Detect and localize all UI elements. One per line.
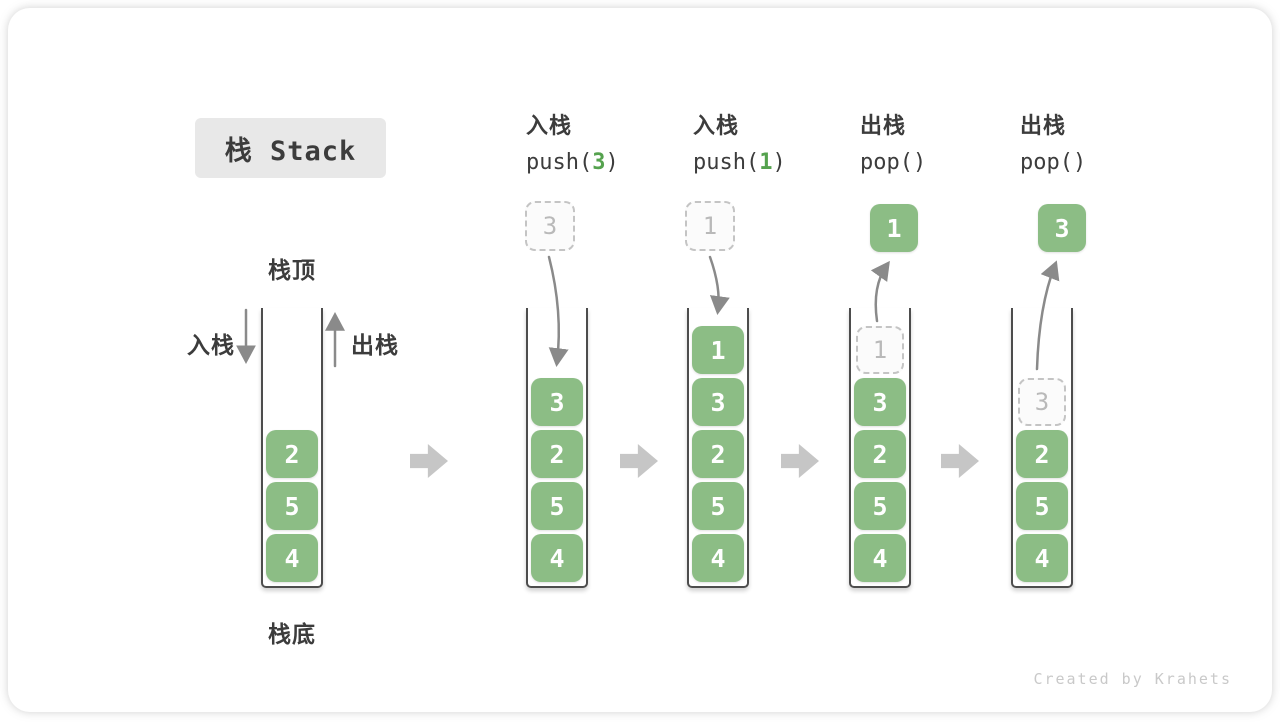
stack-state-after-push-3: 3 2 5 4 [526, 308, 588, 588]
operation-label-push-1: 入栈 push(1) [693, 111, 853, 178]
push-motion-arrow-icon [708, 255, 730, 315]
credit-text: Created by Krahets [1033, 670, 1232, 688]
operation-code: push(3) [526, 150, 619, 175]
stack-element: 2 [1016, 430, 1068, 478]
operation-label-push-3: 入栈 push(3) [526, 111, 686, 178]
operation-action: 入栈 [693, 113, 740, 138]
code-argument: 1 [759, 150, 773, 175]
stack-bottom-label: 栈底 [268, 621, 316, 647]
stack-element: 5 [266, 482, 318, 530]
operation-code: pop() [1020, 150, 1087, 175]
operation-action: 出栈 [1020, 113, 1067, 138]
stack-element: 4 [266, 534, 318, 582]
code-argument: 3 [592, 150, 606, 175]
stack-element: 5 [531, 482, 583, 530]
stack-element: 2 [266, 430, 318, 478]
stack-element: 1 [692, 326, 744, 374]
stack-top-label: 栈顶 [268, 257, 316, 283]
popped-value-box: 1 [870, 204, 918, 252]
pop-direction-label: 出栈 [351, 332, 399, 358]
next-step-arrow-icon [941, 444, 979, 478]
next-step-arrow-icon [781, 444, 819, 478]
stack-state-after-pop-2: 3 2 5 4 [1011, 308, 1073, 588]
stack-element: 4 [531, 534, 583, 582]
incoming-value-box: 1 [685, 201, 735, 251]
diagram-card: 栈 Stack 入栈 push(3) 入栈 push(1) 出栈 pop() 出… [8, 8, 1272, 712]
stack-state-after-push-1: 1 3 2 5 4 [687, 308, 749, 588]
stack-element: 3 [854, 378, 906, 426]
stack-element: 5 [692, 482, 744, 530]
stack-element: 2 [692, 430, 744, 478]
operation-action: 入栈 [526, 113, 573, 138]
push-direction-label: 入栈 [187, 332, 235, 358]
stack-element: 4 [692, 534, 744, 582]
stack-element: 4 [1016, 534, 1068, 582]
popped-value-box: 3 [1038, 204, 1086, 252]
stack-state-initial: 2 5 4 [261, 308, 323, 588]
popped-slot-ghost: 1 [856, 326, 904, 374]
popped-slot-ghost: 3 [1018, 378, 1066, 426]
stack-element: 5 [854, 482, 906, 530]
stack-element: 4 [854, 534, 906, 582]
stack-element: 3 [692, 378, 744, 426]
operation-action: 出栈 [860, 113, 907, 138]
next-step-arrow-icon [620, 444, 658, 478]
operation-code: push(1) [693, 150, 786, 175]
next-step-arrow-icon [410, 444, 448, 478]
stack-element: 3 [531, 378, 583, 426]
stack-element: 5 [1016, 482, 1068, 530]
stack-state-after-pop-1: 1 3 2 5 4 [849, 308, 911, 588]
diagram-title: 栈 Stack [195, 118, 386, 178]
operation-label-pop-2: 出栈 pop() [1020, 111, 1180, 178]
operation-label-pop-1: 出栈 pop() [860, 111, 1020, 178]
stack-element: 2 [531, 430, 583, 478]
incoming-value-box: 3 [525, 201, 575, 251]
operation-code: pop() [860, 150, 927, 175]
stack-element: 2 [854, 430, 906, 478]
